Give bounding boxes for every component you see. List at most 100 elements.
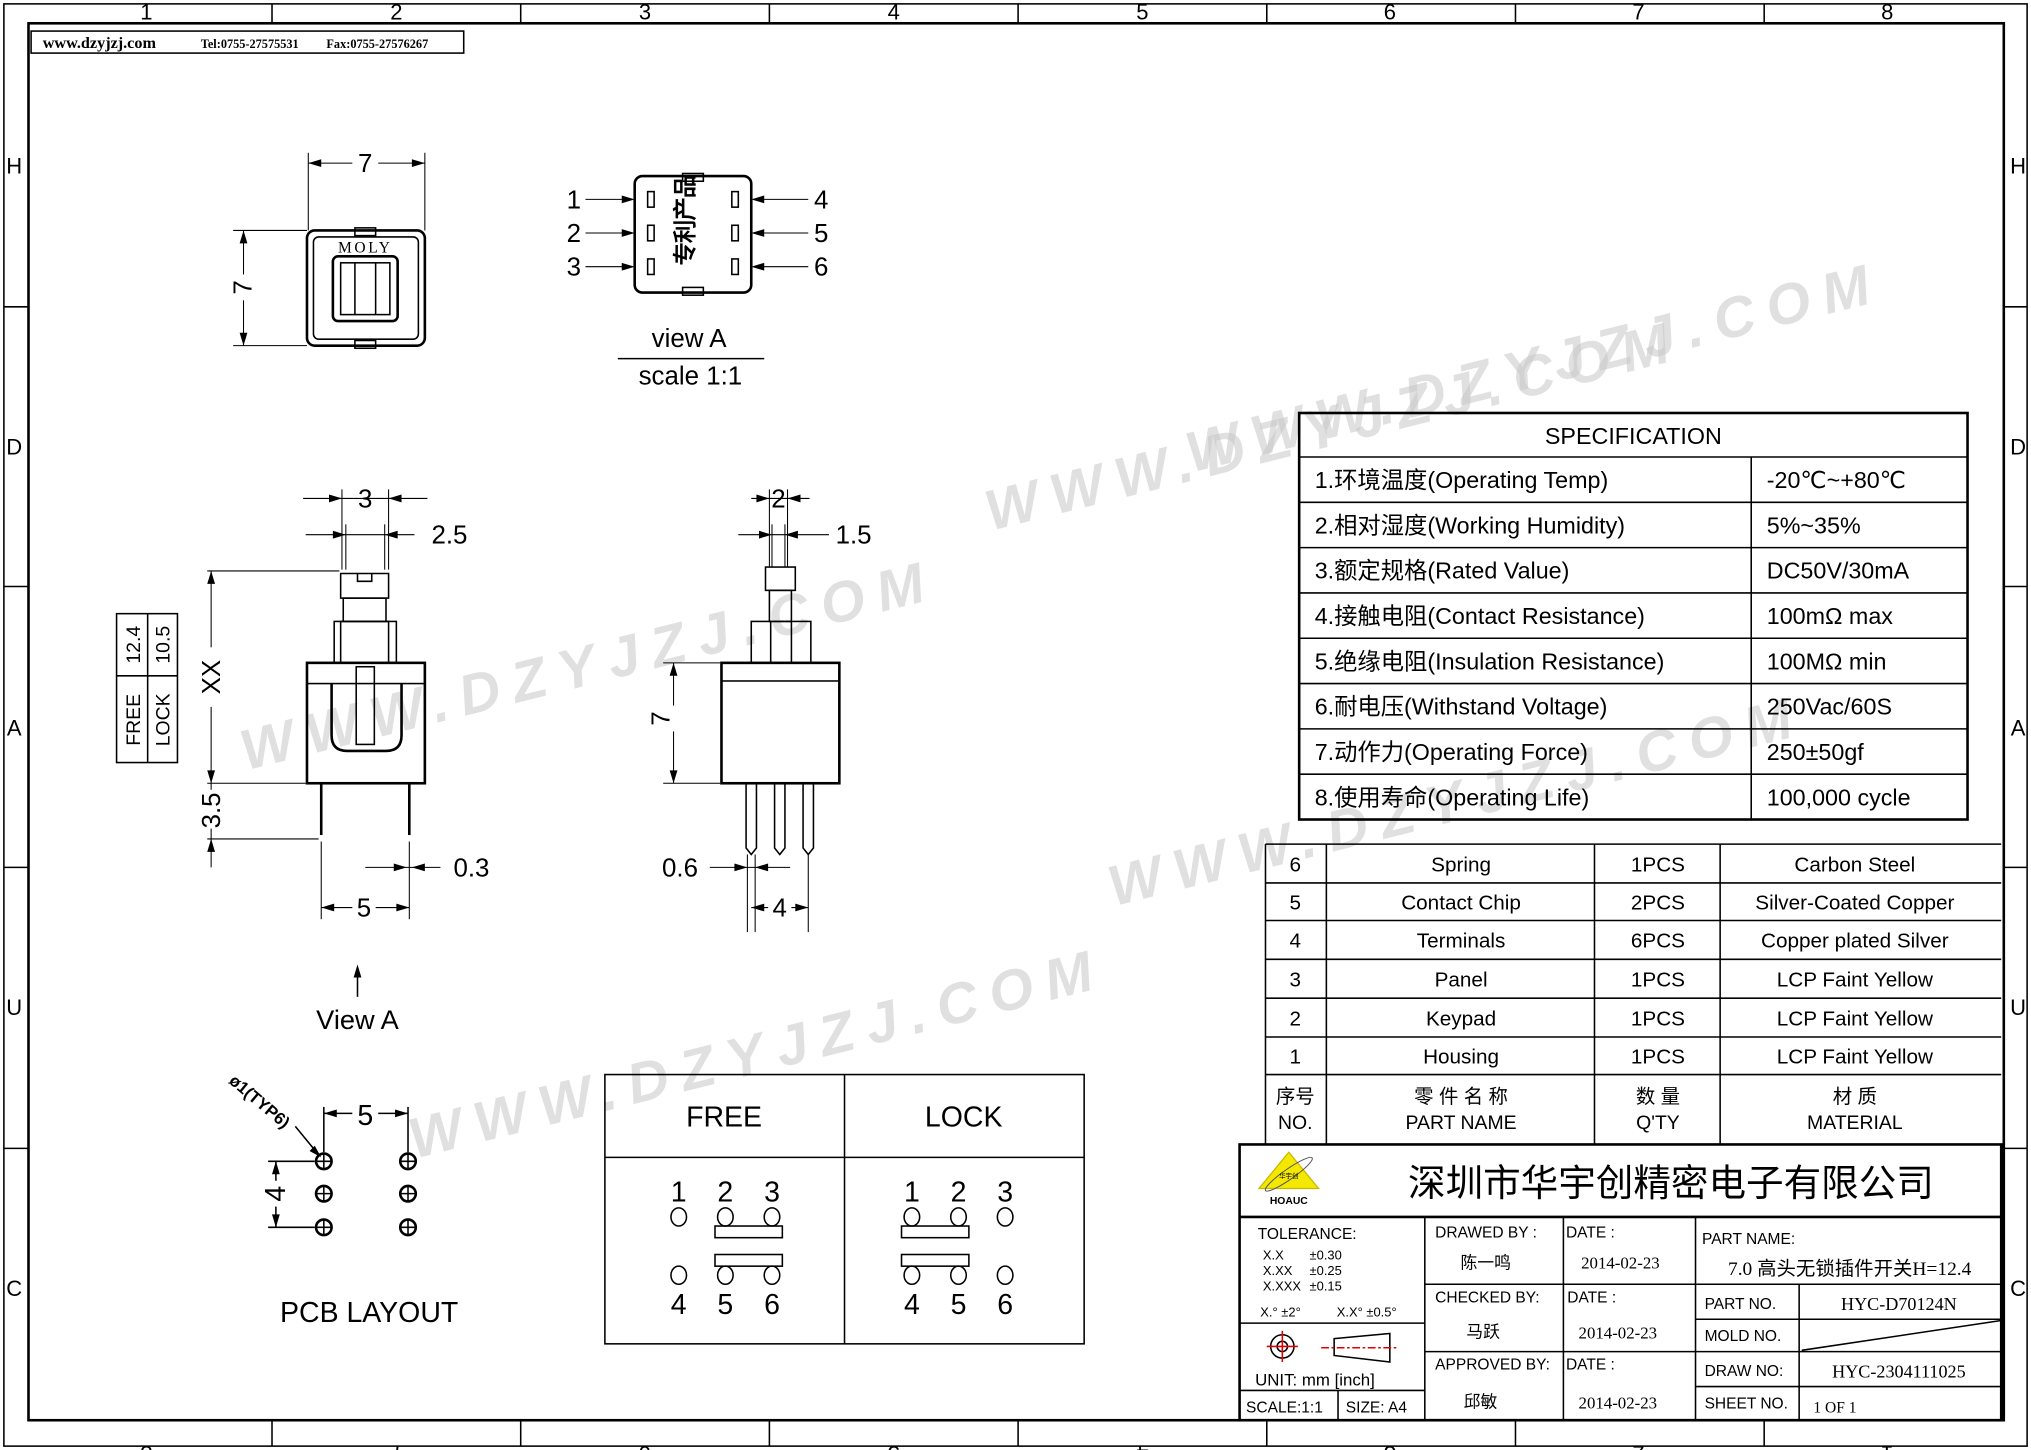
svg-text:数 量: 数 量 <box>1636 1086 1680 1108</box>
spec-label: 1.环境温度(Operating Temp) <box>1315 467 1609 493</box>
hole-crosshair <box>400 1185 416 1202</box>
hole-crosshair <box>316 1185 332 1202</box>
svg-text:4: 4 <box>260 1186 292 1202</box>
row-marker: H <box>2010 153 2026 178</box>
column-marker: 6 <box>639 1441 651 1450</box>
contact-terminal <box>949 1207 968 1227</box>
svg-text:Q'TY: Q'TY <box>1636 1112 1680 1134</box>
title-block: 华宇创 HOAUC 深圳市华宇创精密电子有限公司 TOLERANCE: X.X±… <box>1238 1143 2003 1422</box>
svg-text:DRAW NO:: DRAW NO: <box>1705 1363 1784 1380</box>
bom-name: Panel <box>1435 969 1488 992</box>
svg-text:DRAWED BY :: DRAWED BY : <box>1435 1225 1537 1242</box>
bom-material: Copper plated Silver <box>1761 930 1949 953</box>
svg-text:3.5: 3.5 <box>198 792 226 828</box>
arrow-icon <box>751 262 765 271</box>
column-marker: 2 <box>1632 1441 1644 1450</box>
terminal-pad <box>731 190 740 208</box>
bom-name: Spring <box>1431 853 1491 876</box>
terminal-pad <box>646 224 655 242</box>
company-logo: 华宇创 HOAUC <box>1257 1151 1320 1207</box>
specification-table: SPECIFICATION 1.环境温度(Operating Temp)-20℃… <box>1297 411 1969 821</box>
spec-value: 100,000 cycle <box>1767 784 1911 810</box>
row-marker: A <box>7 715 22 740</box>
svg-text:2014-02-23: 2014-02-23 <box>1579 1394 1658 1413</box>
spec-label: 8.使用寿命(Operating Life) <box>1315 784 1590 810</box>
svg-text:MATERIAL: MATERIAL <box>1807 1112 1903 1134</box>
arrow-icon <box>751 229 765 237</box>
company-name: 深圳市华宇创精密电子有限公司 <box>1408 1162 1934 1204</box>
svg-text:DATE :: DATE : <box>1566 1225 1615 1242</box>
row-marker: C <box>6 1276 22 1301</box>
top-view: 7 7 MOLY <box>229 150 427 350</box>
arrow-icon <box>621 195 635 204</box>
pin-number: 3 <box>764 1176 780 1208</box>
arrow-icon <box>621 229 635 237</box>
row-marker: U <box>2010 995 2026 1020</box>
pin-number: 1 <box>671 1176 687 1208</box>
svg-text:scale 1:1: scale 1:1 <box>639 363 743 391</box>
svg-text:XX: XX <box>198 660 226 695</box>
contact-terminal <box>670 1265 688 1286</box>
svg-text:0.6: 0.6 <box>662 854 698 882</box>
svg-text:WWW.DZYJZJ.COM: WWW.DZYJZJ.COM <box>402 936 1111 1171</box>
column-marker: 5 <box>1136 0 1148 24</box>
bom-material: LCP Faint Yellow <box>1777 1007 1933 1030</box>
bom-material: Carbon Steel <box>1794 853 1915 876</box>
pin-number: 5 <box>951 1289 967 1321</box>
svg-text:FREE: FREE <box>123 694 145 746</box>
hole-crosshair <box>316 1219 332 1236</box>
contact-bridge <box>714 1225 784 1239</box>
spec-value: 250Vac/60S <box>1767 694 1892 720</box>
bom-qty: 6PCS <box>1631 930 1685 953</box>
bom-no: 6 <box>1290 853 1302 876</box>
contact-terminal <box>996 1265 1014 1286</box>
spec-label: 6.耐电压(Withstand Voltage) <box>1315 694 1608 720</box>
svg-text:2014-02-23: 2014-02-23 <box>1581 1254 1660 1273</box>
contact-header: www.dzyjzj.com Tel:0755-27575531 Fax:075… <box>30 30 465 54</box>
pin-number: 4 <box>671 1289 687 1321</box>
height-table: 12.4 10.5 FREE LOCK <box>115 612 179 764</box>
bom-qty: 1PCS <box>1631 1046 1685 1069</box>
terminal-pad <box>646 258 655 276</box>
spec-value: DC50V/30mA <box>1767 558 1910 584</box>
svg-text:X.° ±2°: X.° ±2° <box>1260 1305 1300 1320</box>
pin-number: 6 <box>997 1289 1013 1321</box>
bom-name: Terminals <box>1417 930 1506 953</box>
drawing-frame: 1827364554637281HHDDAAUUCC <box>3 0 2028 1450</box>
svg-text:专利产品: 专利产品 <box>671 175 698 266</box>
column-marker: 4 <box>1136 1441 1148 1450</box>
svg-text:TOLERANCE:: TOLERANCE: <box>1258 1226 1357 1243</box>
svg-text:7: 7 <box>229 280 257 294</box>
contact-terminal <box>996 1207 1014 1227</box>
svg-text:1: 1 <box>567 186 581 214</box>
pin-number: 5 <box>717 1289 733 1321</box>
bom-qty: 2PCS <box>1631 891 1685 914</box>
spec-label: 7.动作力(Operating Force) <box>1315 739 1588 765</box>
svg-text:APPROVED BY:: APPROVED BY: <box>1435 1357 1550 1374</box>
svg-text:HYC-2304111025: HYC-2304111025 <box>1832 1362 1966 1382</box>
hole-crosshair <box>316 1153 332 1170</box>
hole-crosshair <box>400 1219 416 1236</box>
svg-text:MOLD NO.: MOLD NO. <box>1705 1328 1782 1345</box>
bom-material: LCP Faint Yellow <box>1777 1046 1933 1069</box>
svg-text:3: 3 <box>358 486 372 514</box>
pin-number: 3 <box>997 1176 1013 1208</box>
svg-text:材 质: 材 质 <box>1833 1086 1877 1108</box>
svg-text:2.5: 2.5 <box>431 522 467 550</box>
svg-text:UNIT: mm [inch]: UNIT: mm [inch] <box>1255 1370 1375 1389</box>
spec-value: 250±50gf <box>1767 739 1865 765</box>
svg-text:LOCK: LOCK <box>153 693 175 746</box>
bom-name: Keypad <box>1426 1007 1496 1030</box>
column-marker: 7 <box>1632 0 1644 24</box>
column-marker: 1 <box>140 0 152 24</box>
column-marker: 8 <box>1881 0 1893 24</box>
terminal-pad <box>731 224 740 242</box>
svg-text:1.5: 1.5 <box>836 522 872 550</box>
svg-text:4: 4 <box>773 895 787 923</box>
spec-value: 100mΩ max <box>1767 603 1894 629</box>
svg-text:邱敏: 邱敏 <box>1464 1392 1498 1411</box>
column-marker: 6 <box>1384 0 1396 24</box>
arrow-icon <box>621 262 635 271</box>
svg-text:马跃: 马跃 <box>1466 1322 1500 1341</box>
